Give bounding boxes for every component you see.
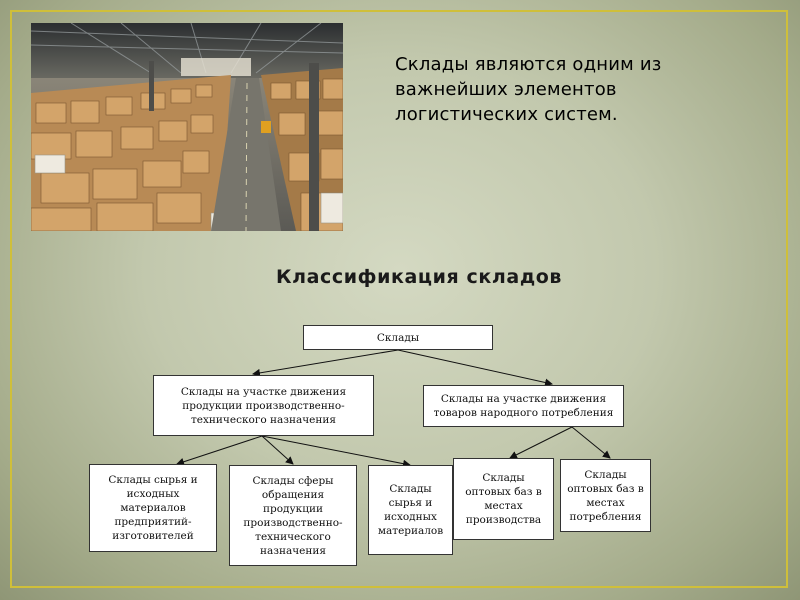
node-root: Склады [303,325,493,350]
arrow-industrial-to-circulation [261,435,294,465]
slide-frame [10,10,788,588]
node-wholesale-consumption: Склады оптовых баз в местах потребления [560,459,651,532]
intro-text: Склады являются одним из важнейших элеме… [395,54,662,125]
node-wholesale-consumption-label: Склады оптовых баз в местах потребления [567,468,644,523]
node-wholesale-production: Склады оптовых баз в местах производства [453,458,554,540]
diagram-title: Классификация складов [275,266,563,288]
arrow-consumer-to-consumption [571,426,611,459]
node-industrial-label: Склады на участке движения продукции про… [180,385,347,426]
node-raw-materials-label: Склады сырья и исходных материалов [377,483,444,537]
arrow-consumer-to-production [509,426,573,459]
node-raw-materials-manufacturers: Склады сырья и исходных материалов предп… [89,464,217,552]
node-circulation-warehouses: Склады сферы обращения продукции произво… [229,465,357,566]
arrow-industrial-to-raw [176,435,263,466]
node-raw-manufacturers-label: Склады сырья и исходных материалов предп… [108,474,198,542]
node-industrial-warehouses: Склады на участке движения продукции про… [153,375,374,436]
node-wholesale-production-label: Склады оптовых баз в местах производства [465,472,542,526]
node-consumer-label: Склады на участке движения товаров народ… [433,393,614,419]
node-root-label: Склады [376,331,420,344]
arrow-root-to-industrial [252,349,399,377]
node-circulation-label: Склады сферы обращения продукции произво… [243,474,343,557]
node-consumer-warehouses: Склады на участке движения товаров народ… [423,385,624,427]
warehouse-photo [31,23,343,231]
arrow-industrial-to-materials [261,435,411,468]
arrow-root-to-consumer [397,349,553,387]
node-raw-materials: Склады сырья и исходных материалов [368,465,453,555]
